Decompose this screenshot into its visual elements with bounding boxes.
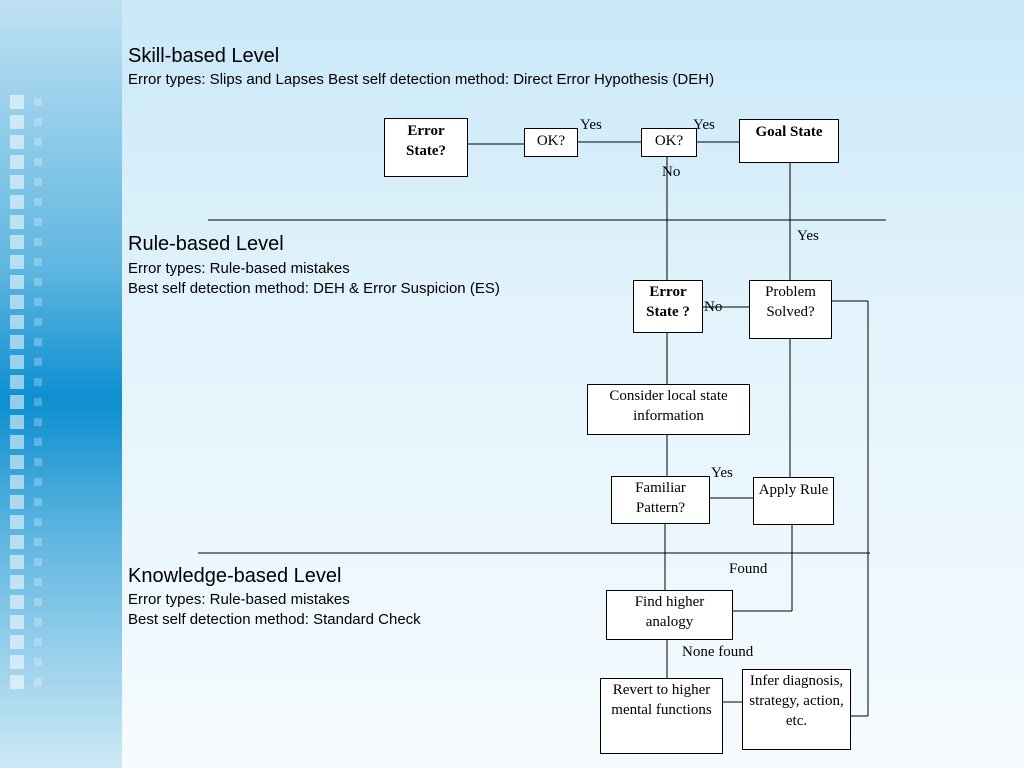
decorative-square-small [34, 138, 42, 146]
skill-level-title: Skill-based Level [128, 45, 280, 67]
apply-rule-box: Apply Rule [753, 477, 834, 525]
decorative-square [10, 515, 24, 529]
decorative-square-small [34, 478, 42, 486]
decorative-square-small [34, 278, 42, 286]
decorative-square-small [34, 498, 42, 506]
decorative-square [10, 395, 24, 409]
decorative-square [10, 215, 24, 229]
decorative-square-small [34, 418, 42, 426]
decorative-square [10, 195, 24, 209]
decorative-square-small [34, 318, 42, 326]
decorative-square [10, 295, 24, 309]
label-yes-ok1: Yes [580, 117, 602, 133]
decorative-square [10, 595, 24, 609]
decorative-square [10, 495, 24, 509]
decorative-square-small [34, 298, 42, 306]
rule-level-title: Rule-based Level [128, 233, 284, 255]
decorative-square [10, 255, 24, 269]
find-higher-analogy-box: Find higher analogy [606, 590, 733, 640]
consider-local-state-box: Consider local state information [587, 384, 750, 435]
decorative-square-small [34, 218, 42, 226]
decorative-square [10, 235, 24, 249]
decorative-square-small [34, 618, 42, 626]
decorative-square-small [34, 598, 42, 606]
label-found: Found [729, 561, 768, 577]
revert-higher-functions-box: Revert to higher mental functions [600, 678, 723, 754]
decorative-square [10, 315, 24, 329]
decorative-square-small [34, 678, 42, 686]
decorative-square-small [34, 438, 42, 446]
decorative-square-small [34, 358, 42, 366]
decorative-square-small [34, 398, 42, 406]
decorative-square-small [34, 198, 42, 206]
decorative-square-small [34, 578, 42, 586]
problem-solved-box: Problem Solved? [749, 280, 832, 339]
decorative-square [10, 535, 24, 549]
goal-state-box: Goal State [739, 119, 839, 163]
decorative-square-small [34, 658, 42, 666]
error-state-box-2: Error State ? [633, 280, 703, 333]
decorative-square [10, 115, 24, 129]
decorative-square [10, 335, 24, 349]
label-no-ok2: No [662, 164, 681, 180]
knowledge-level-error-types: Error types: Rule-based mistakes [128, 591, 350, 608]
decorative-square-small [34, 118, 42, 126]
rule-level-error-types: Error types: Rule-based mistakes [128, 260, 350, 277]
decorative-square [10, 135, 24, 149]
familiar-pattern-box: Familiar Pattern? [611, 476, 710, 524]
label-no-error-state: No [704, 299, 723, 315]
decorative-square [10, 375, 24, 389]
decorative-square-small [34, 538, 42, 546]
decorative-square [10, 675, 24, 689]
decorative-square [10, 615, 24, 629]
decorative-square-small [34, 98, 42, 106]
ok-box-1: OK? [524, 128, 578, 157]
decorative-square-small [34, 258, 42, 266]
decorative-square [10, 555, 24, 569]
label-none-found: None found [682, 644, 754, 660]
decorative-square [10, 655, 24, 669]
decorative-square-small [34, 338, 42, 346]
decorative-square-small [34, 378, 42, 386]
decorative-square [10, 415, 24, 429]
decorative-square [10, 575, 24, 589]
infer-diagnosis-box: Infer diagnosis, strategy, action, etc. [742, 669, 851, 750]
decorative-square [10, 435, 24, 449]
decorative-square-small [34, 238, 42, 246]
error-state-box-1: Error State? [384, 118, 468, 177]
knowledge-level-title: Knowledge-based Level [128, 565, 342, 587]
label-yes-ok2: Yes [693, 117, 715, 133]
label-yes-goal: Yes [797, 228, 819, 244]
decorative-square [10, 455, 24, 469]
ok-box-2: OK? [641, 128, 697, 157]
decorative-square [10, 475, 24, 489]
decorative-square-small [34, 518, 42, 526]
skill-level-description: Error types: Slips and Lapses Best self … [128, 71, 715, 88]
decorative-sidebar [0, 0, 122, 768]
decorative-square-small [34, 558, 42, 566]
decorative-square-small [34, 458, 42, 466]
knowledge-level-detection-method: Best self detection method: Standard Che… [128, 611, 421, 628]
decorative-square [10, 275, 24, 289]
label-yes-familiar: Yes [711, 465, 733, 481]
decorative-square-small [34, 178, 42, 186]
rule-level-detection-method: Best self detection method: DEH & Error … [128, 280, 500, 297]
decorative-square-small [34, 638, 42, 646]
decorative-square [10, 355, 24, 369]
decorative-square [10, 635, 24, 649]
decorative-square-small [34, 158, 42, 166]
decorative-square [10, 175, 24, 189]
decorative-square [10, 95, 24, 109]
decorative-square [10, 155, 24, 169]
